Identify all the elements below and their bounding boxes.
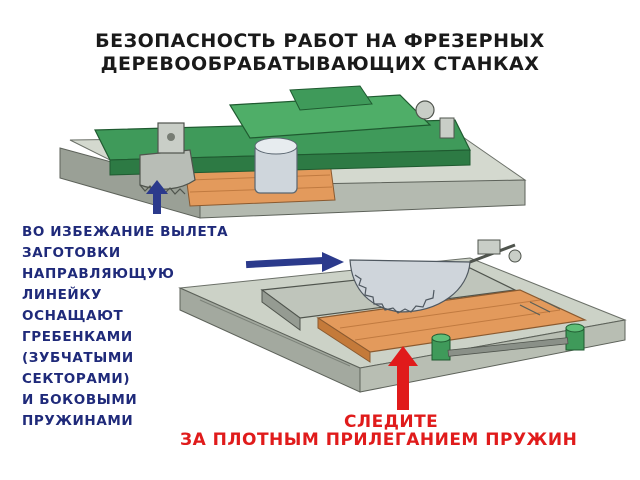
- top-adjust-knob: [415, 100, 435, 120]
- caption-line: ОСНАЩАЮТ: [22, 308, 124, 324]
- caption-line: ГРЕБЕНКАМИ: [22, 329, 133, 345]
- page-title-line-2: ДЕРЕВООБРАБАТЫВАЮЩИХ СТАНКАХ: [100, 53, 540, 75]
- bottom-comb-sector: [349, 239, 522, 314]
- bottom-milling-table: [178, 239, 627, 393]
- caption-line: И БОКОВЫМИ: [22, 392, 138, 408]
- page-title-line-1: БЕЗОПАСНОСТЬ РАБОТ НА ФРЕЗЕРНЫХ: [95, 30, 545, 52]
- blue-up-arrow: [146, 180, 168, 214]
- caption-text: ВО ИЗБЕЖАНИЕ ВЫЛЕТА ЗАГОТОВКИ НАПРАВЛЯЮЩУЮ…: [22, 222, 228, 432]
- caption-line: НАПРАВЛЯЮЩУЮ: [22, 266, 175, 282]
- caption-line: (ЗУБЧАТЫМИ: [22, 350, 134, 366]
- caption-line: ЗАГОТОВКИ: [22, 245, 121, 261]
- caption-line: ПРУЖИНАМИ: [22, 413, 134, 429]
- side-spring-roller-2: [565, 323, 585, 351]
- side-spring-roller-1: [431, 333, 451, 361]
- top-milling-machine: [59, 85, 527, 219]
- caption-line: ЛИНЕЙКУ: [22, 287, 102, 303]
- caption-line: СЕКТОРАМИ): [22, 371, 131, 387]
- warning-line-1: СЛЕДИТЕ: [344, 412, 439, 432]
- warning-line-2: ЗА ПЛОТНЫМ ПРИЛЕГАНИЕМ ПРУЖИН: [180, 430, 578, 450]
- blue-right-arrow: [245, 252, 344, 272]
- top-comb-sector: [139, 122, 196, 195]
- caption-line: ВО ИЗБЕЖАНИЕ ВЫЛЕТА: [22, 224, 229, 240]
- red-up-arrow: [388, 346, 418, 410]
